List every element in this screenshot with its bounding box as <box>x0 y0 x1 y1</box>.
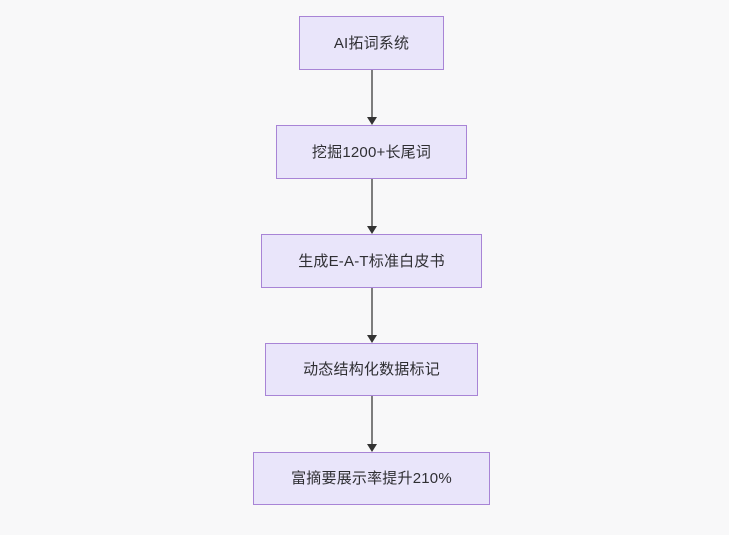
flow-node-ai-keyword-system[interactable]: AI拓词系统 <box>299 16 444 70</box>
flow-node-label: 富摘要展示率提升210% <box>291 470 452 487</box>
flow-edge-3 <box>365 288 378 343</box>
flow-node-label: AI拓词系统 <box>333 34 410 52</box>
flow-edge-1 <box>365 70 378 125</box>
flow-node-label: 挖掘1200+长尾词 <box>311 143 432 161</box>
flow-edge-2 <box>365 179 378 234</box>
edge-line <box>370 179 373 227</box>
flow-edge-4 <box>365 396 378 452</box>
flow-node-generate-eat-whitepaper[interactable]: 生成E-A-T标准白皮书 <box>261 234 482 288</box>
edge-line <box>370 396 373 445</box>
flow-node-mine-longtail-keywords[interactable]: 挖掘1200+长尾词 <box>276 125 467 179</box>
arrow-down-icon <box>366 335 377 343</box>
edge-line <box>370 70 373 118</box>
arrow-down-icon <box>366 444 377 452</box>
arrow-down-icon <box>366 117 377 125</box>
flow-node-label: 动态结构化数据标记 <box>303 361 440 378</box>
flow-node-label: 生成E-A-T标准白皮书 <box>298 252 445 270</box>
edge-line <box>370 288 373 336</box>
arrow-down-icon <box>366 226 377 234</box>
flow-node-rich-snippet-impression-lift[interactable]: 富摘要展示率提升210% <box>253 452 490 505</box>
flow-node-dynamic-structured-data-markup[interactable]: 动态结构化数据标记 <box>265 343 478 396</box>
